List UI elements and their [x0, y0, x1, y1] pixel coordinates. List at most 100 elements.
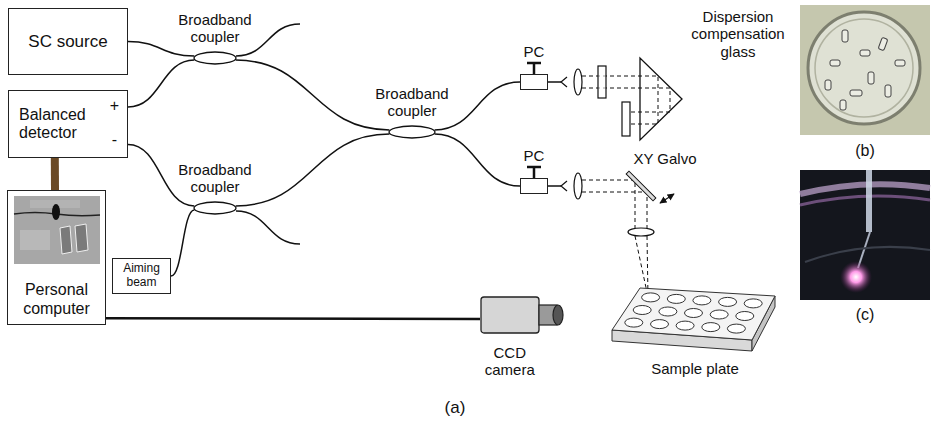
dispersion-glass [622, 102, 630, 136]
plate-well [659, 307, 677, 316]
oct-speckle [20, 230, 50, 250]
optical-fiber [548, 185, 561, 187]
camera-body [481, 297, 539, 333]
dispersion-glass [598, 66, 606, 98]
optical-fiber [171, 210, 194, 276]
part-label: Dispersion compensation glass [685, 8, 791, 60]
light-beam [582, 180, 648, 297]
optical-fiber [236, 211, 300, 244]
crystal [895, 60, 905, 66]
crystal [868, 72, 874, 84]
well-reflection [800, 196, 930, 205]
node-label: PC [524, 43, 545, 60]
aiming-beam-box: Aiming beam [112, 258, 171, 294]
crystal [840, 100, 846, 110]
plate-wells [625, 293, 762, 333]
crystal [825, 80, 831, 90]
fiber-coupler: Broadband coupler [193, 51, 237, 65]
optical-fiber [128, 42, 194, 56]
ccd-camera: CCD camera [480, 292, 565, 337]
aiming-photo [800, 170, 930, 300]
well-edge [805, 247, 930, 262]
optical-fiber [128, 60, 194, 107]
optical-fiber [236, 60, 390, 130]
computer-box: Personal computer [7, 190, 106, 325]
coupler-outline [388, 125, 436, 139]
optical-fiber [548, 81, 561, 83]
plate-well [642, 293, 660, 302]
node-label: Aiming beam [117, 262, 166, 290]
crystal [878, 37, 888, 50]
collimator-lens [574, 173, 582, 199]
oct-reflection [52, 204, 60, 220]
node-label: SC source [28, 32, 107, 52]
plate-well [633, 306, 651, 315]
coupler-outline [193, 201, 237, 215]
coupler-ellipse [389, 126, 435, 138]
oct-crystal [60, 226, 72, 254]
plate-well [651, 320, 669, 329]
well-rim [815, 19, 913, 117]
signal-cable [51, 158, 59, 190]
well-rim [808, 12, 920, 124]
light-streak [866, 170, 872, 232]
node-label: Broadband coupler [365, 86, 459, 119]
optical-fiber [236, 134, 390, 206]
node-label: CCD camera [478, 345, 542, 378]
oct-crystal [75, 224, 88, 252]
crystal [842, 30, 848, 42]
plate-well [727, 324, 745, 333]
plate-well [736, 312, 754, 321]
light-source-box: SC source [8, 8, 128, 75]
plate-well [685, 309, 703, 318]
plate-top [612, 288, 775, 340]
part-label: XY Galvo [633, 150, 696, 167]
objective-lens [628, 228, 654, 236]
plate-well [744, 299, 762, 308]
coupler-ellipse [194, 52, 236, 64]
light-beam [582, 76, 670, 124]
optical-fiber [435, 134, 520, 186]
detector-box: Balanced detector + - [8, 90, 128, 158]
crystal [850, 90, 862, 96]
crystal [860, 50, 870, 56]
plate-well [625, 318, 643, 327]
plate-well [710, 310, 728, 319]
retro-prism [640, 58, 682, 140]
terminal-sign: + [110, 97, 119, 115]
fiber-tip [561, 77, 567, 87]
plate-well [693, 296, 711, 305]
part-label: Sample plate [651, 360, 739, 377]
node-label: Personal computer [12, 281, 101, 318]
node-label: PC [524, 147, 545, 164]
plate-well [667, 294, 685, 303]
camera-lens-front [553, 305, 563, 325]
data-cable [106, 317, 480, 320]
node-label: Broadband coupler [168, 12, 262, 45]
plate-well [719, 297, 737, 306]
oct-image [14, 196, 100, 264]
collimator-lens [574, 69, 582, 95]
panel-label: (a) [445, 398, 466, 418]
crystal [830, 60, 840, 66]
coupler-ellipse [194, 202, 236, 214]
node-label: Balanced detector [19, 106, 101, 143]
pc-knob [527, 167, 541, 178]
plate-side [612, 330, 752, 351]
terminal-sign: - [112, 131, 117, 149]
panel-label: (c) [856, 306, 875, 324]
optical-fiber [236, 24, 300, 56]
camera-outline [480, 292, 565, 337]
plate-side [752, 296, 775, 351]
galvo-mirror [626, 171, 656, 201]
plate-well [676, 321, 694, 330]
plate-well [702, 323, 720, 332]
scan-arrow [660, 194, 674, 203]
panel-label: (b) [855, 142, 875, 160]
crystal [885, 85, 891, 97]
node-label: Broadband coupler [168, 162, 262, 195]
pc-knob [527, 63, 541, 74]
